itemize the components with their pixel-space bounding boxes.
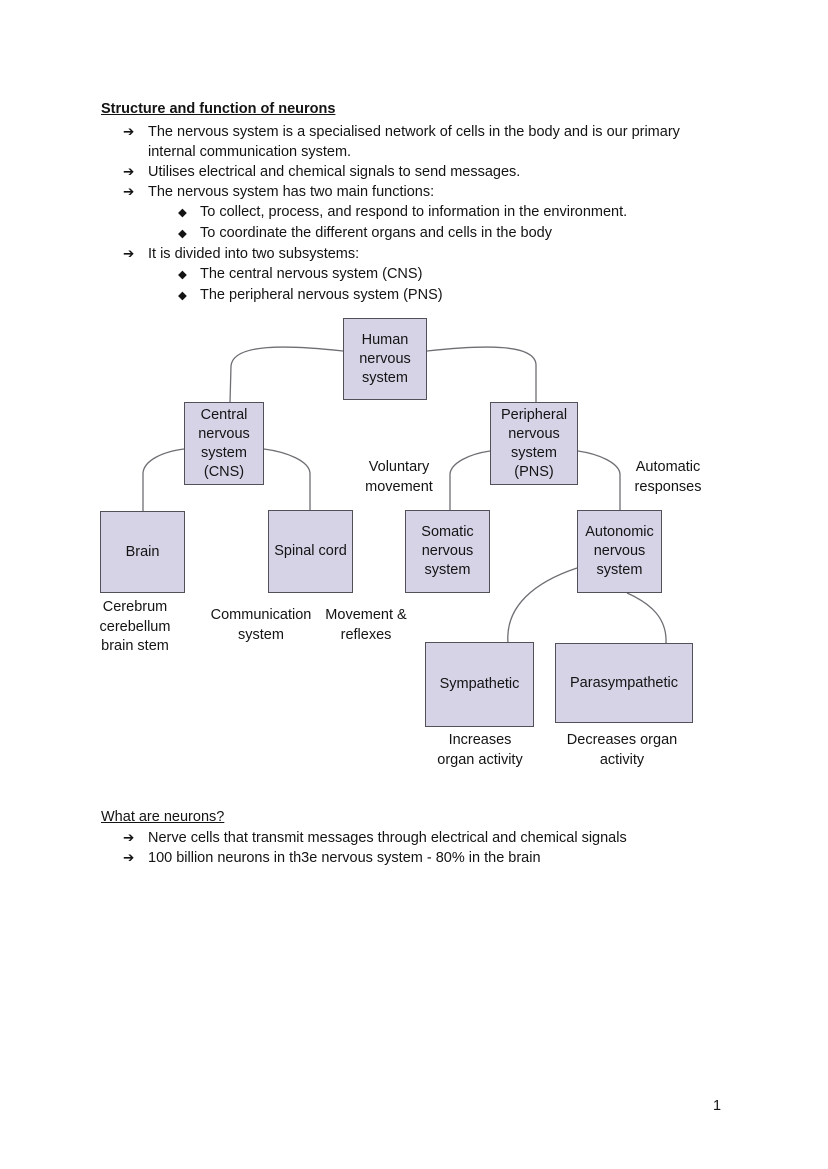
label-communication-system: Communication system (210, 607, 312, 643)
label-voluntary-movement: Voluntary movement (365, 459, 433, 495)
node-autonomic-nervous-system: Autonomic nervous system (577, 510, 662, 593)
bullet-item: ◆ The central nervous system (CNS) (178, 264, 751, 285)
arrow-bullet-icon: ➔ (123, 164, 135, 179)
arrow-bullet-icon: ➔ (123, 124, 135, 139)
label-increases-organ-activity: Increases organ activity (437, 732, 523, 768)
connector-autonomic-parasympathetic (626, 592, 667, 644)
section-heading: What are neurons? (101, 809, 225, 825)
bullet-text: The nervous system is a specialised netw… (148, 124, 680, 160)
diamond-bullet-icon: ◆ (178, 269, 187, 281)
label-decreases-organ-activity: Decreases organ activity (566, 732, 678, 768)
connector-autonomic-sympathetic (507, 567, 578, 644)
bullet-item: ➔ Utilises electrical and chemical signa… (123, 162, 751, 182)
bullet-item: ➔ Nerve cells that transmit messages thr… (123, 828, 751, 848)
node-sympathetic: Sympathetic (425, 642, 534, 727)
node-spinal-cord: Spinal cord (268, 510, 353, 593)
connector-human-peripheral (426, 346, 537, 403)
bullet-text: To collect, process, and respond to info… (200, 204, 628, 220)
bullet-item: ◆ The peripheral nervous system (PNS) (178, 285, 751, 306)
page-number: 1 (712, 1098, 722, 1114)
arrow-bullet-icon: ➔ (123, 830, 135, 845)
bullet-item: ➔ 100 billion neurons in th3e nervous sy… (123, 848, 751, 868)
bullet-item: ➔ The nervous system has two main functi… (123, 182, 751, 202)
bullet-text: It is divided into two subsystems: (148, 246, 360, 262)
bullet-text: Nerve cells that transmit messages throu… (148, 830, 627, 846)
node-peripheral-nervous-system: Peripheral nervous system (PNS) (490, 402, 578, 485)
node-somatic-nervous-system: Somatic nervous system (405, 510, 490, 593)
bullet-text: The central nervous system (CNS) (200, 266, 423, 282)
node-central-nervous-system: Central nervous system (CNS) (184, 402, 264, 485)
diamond-bullet-icon: ◆ (178, 228, 187, 240)
diamond-bullet-icon: ◆ (178, 207, 187, 219)
section-heading: Structure and function of neurons (101, 101, 336, 117)
connector-human-central (229, 346, 344, 404)
label-automatic-responses: Automatic responses (634, 459, 702, 495)
bullet-text: The peripheral nervous system (PNS) (200, 287, 443, 303)
arrow-bullet-icon: ➔ (123, 184, 135, 199)
connector-central-brain (142, 448, 185, 512)
arrow-bullet-icon: ➔ (123, 246, 135, 261)
section-structure-and-function: Structure and function of neurons ➔ The … (101, 99, 751, 306)
node-parasympathetic: Parasympathetic (555, 643, 693, 723)
node-human-nervous-system: Human nervous system (343, 318, 427, 400)
bullet-item: ➔ The nervous system is a specialised ne… (123, 122, 751, 162)
bullet-text: 100 billion neurons in th3e nervous syst… (148, 850, 541, 866)
bullet-text: To coordinate the different organs and c… (200, 225, 552, 241)
node-brain: Brain (100, 511, 185, 593)
connector-peripheral-autonomic (577, 450, 621, 511)
section-what-are-neurons: What are neurons? ➔ Nerve cells that tra… (101, 807, 751, 868)
bullet-text: The nervous system has two main function… (148, 184, 435, 200)
label-movement-reflexes: Movement & reflexes (325, 607, 407, 643)
bullet-item: ◆ To coordinate the different organs and… (178, 223, 751, 244)
bullet-item: ◆ To collect, process, and respond to in… (178, 202, 751, 223)
diamond-bullet-icon: ◆ (178, 290, 187, 302)
bullet-text: Utilises electrical and chemical signals… (148, 164, 521, 180)
arrow-bullet-icon: ➔ (123, 850, 135, 865)
bullet-item: ➔ It is divided into two subsystems: (123, 244, 751, 264)
label-brain-parts: Cerebrum cerebellum brain stem (99, 599, 171, 654)
connector-central-spinal (263, 448, 311, 511)
connector-peripheral-somatic (449, 450, 491, 511)
